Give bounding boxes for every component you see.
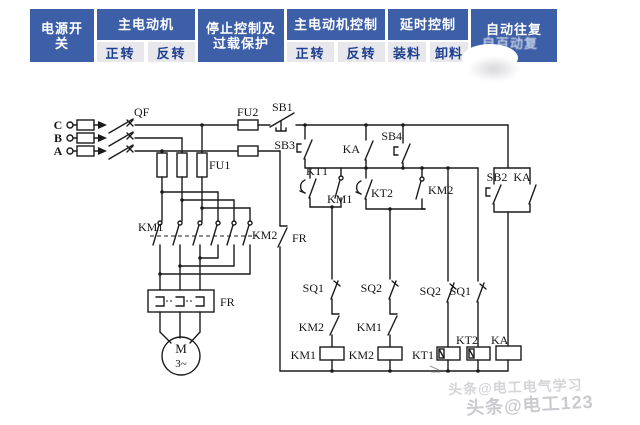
- branch-ka-coil: KA: [491, 333, 522, 372]
- branch-sb3: SB3: [274, 123, 313, 169]
- contact-pole: [242, 220, 253, 275]
- label-sq1-no: SQ1: [450, 284, 471, 298]
- branch-kt2-coil: SQ1 KT2: [450, 167, 491, 373]
- label-sq2-nc: SQ2: [361, 281, 382, 295]
- branch-ka-contact: KA: [343, 123, 374, 169]
- header-delay-label: 延时控制: [399, 17, 456, 32]
- contact-pole: [226, 220, 237, 267]
- contact-pole: [192, 220, 203, 291]
- thermal-relay-fr: FR: [147, 289, 235, 313]
- selfhold-box-kt2-km2: KT2 KM2: [355, 167, 453, 211]
- label-ka1: KA: [343, 142, 361, 156]
- label-sq1-nc: SQ1: [303, 281, 324, 295]
- subcell-ctrl-forward-label: 正转: [295, 45, 326, 61]
- label-sq2-no: SQ2: [420, 284, 441, 298]
- header-cell-main-motor: 主电动机: [97, 9, 195, 40]
- label-sb2: SB2: [487, 170, 508, 184]
- branch-km2-coil: SQ2 KM1 KM2: [349, 208, 403, 373]
- label-sb1: SB1: [272, 100, 293, 114]
- header-main-motor-label: 主电动机: [117, 17, 174, 32]
- label-km1-coil: KM1: [291, 348, 316, 362]
- label-km2-main: KM2: [252, 228, 277, 242]
- motor: M 3~: [159, 311, 201, 376]
- label-km1-aux: KM1: [327, 192, 352, 206]
- smudge-artifact: [429, 365, 440, 373]
- subcell-motor-reverse-label: 反转: [156, 45, 187, 61]
- label-kt1-coil: KT1: [412, 348, 434, 362]
- header-cell-motor-control: 主电动机控制: [287, 9, 385, 40]
- label-fu2: FU2: [237, 105, 258, 119]
- gray-smudge-artifact: [468, 56, 520, 82]
- main-contacts-km1-km2: KM1 KM2: [138, 220, 277, 291]
- label-sb4: SB4: [381, 129, 402, 143]
- subcell-motor-forward-label: 正转: [105, 45, 136, 61]
- header-stop-line1: 停止控制及: [205, 20, 276, 36]
- header-stop-line2: 过载保护: [212, 35, 269, 51]
- arrow-icon: [98, 147, 107, 155]
- subcell-motor-reverse: 反转: [148, 42, 195, 62]
- label-sb3: SB3: [274, 138, 295, 152]
- label-fr-relay: FR: [220, 295, 235, 309]
- header-cell-delay-control: 延时控制: [388, 9, 468, 40]
- selfhold-box-kt1-km1: KT1 KM1: [299, 164, 352, 209]
- terminal-c: [66, 121, 74, 129]
- branch-sb4: SB4: [381, 123, 411, 169]
- terminal-a: [66, 147, 74, 155]
- label-fu1: FU1: [209, 158, 230, 172]
- contact-pole: [152, 220, 163, 291]
- label-km1-main: KM1: [138, 220, 163, 234]
- subcell-motor-forward: 正转: [97, 42, 144, 62]
- subcell-ctrl-reverse-label: 反转: [346, 45, 377, 61]
- label-km1-interlock: KM1: [357, 320, 382, 334]
- branch-km1-coil: SQ1 KM2 KM1: [291, 206, 345, 373]
- branch-kt1-coil: SQ2 KT1: [412, 167, 461, 373]
- subcell-unloading-label: 卸料: [434, 45, 463, 61]
- arrow-icon: [98, 121, 107, 129]
- subcell-loading-label: 装料: [392, 45, 421, 61]
- label-qf: QF: [134, 105, 150, 119]
- label-km2-interlock: KM2: [299, 320, 324, 334]
- label-ka2: KA: [513, 170, 531, 184]
- subcell-ctrl-forward: 正转: [287, 42, 334, 62]
- km2-coil: [377, 346, 403, 361]
- label-km2-coil: KM2: [349, 348, 374, 362]
- ka-coil: [495, 345, 522, 361]
- header-motor-control-label: 主电动机控制: [293, 17, 378, 32]
- km1-coil: [319, 346, 345, 361]
- arrow-icon: [98, 134, 107, 142]
- header-power-line2: 关: [54, 35, 69, 51]
- label-fr-contact: FR: [292, 231, 307, 245]
- subcell-ctrl-reverse: 反转: [338, 42, 385, 62]
- phase-line-a: A: [54, 144, 239, 160]
- motor-circle: [161, 336, 201, 376]
- label-motor-3ph: 3~: [175, 358, 187, 370]
- subcell-unloading: 卸料: [430, 42, 468, 62]
- header-cell-power-switch: 电源开 关: [30, 9, 94, 62]
- terminal-b: [66, 134, 74, 142]
- label-phase-a: A: [54, 144, 63, 158]
- label-kt2-contact: KT2: [371, 186, 393, 200]
- label-phase-b: B: [54, 131, 62, 145]
- white-blob-artifact: [462, 44, 518, 72]
- subcell-loading: 装料: [388, 42, 426, 62]
- label-kt1-contact: KT1: [306, 164, 328, 178]
- contact-pole: [172, 220, 183, 291]
- header-power-line1: 电源开: [40, 20, 83, 36]
- header-auto-line1: 自动往复: [485, 21, 542, 37]
- label-motor-m: M: [175, 341, 187, 356]
- label-ka-coil: KA: [491, 333, 509, 347]
- label-phase-c: C: [54, 118, 63, 132]
- header-cell-stop-overload: 停止控制及 过载保护: [198, 9, 284, 62]
- phase-line-c: C: [54, 118, 239, 134]
- phase-line-b: B: [54, 131, 183, 147]
- contact-pole: [210, 220, 221, 259]
- branch-sb2-ka: SB2 KA: [485, 124, 537, 347]
- label-kt2-coil: KT2: [456, 333, 478, 347]
- label-km2-aux: KM2: [428, 183, 453, 197]
- km2-feed-wires: [160, 190, 251, 222]
